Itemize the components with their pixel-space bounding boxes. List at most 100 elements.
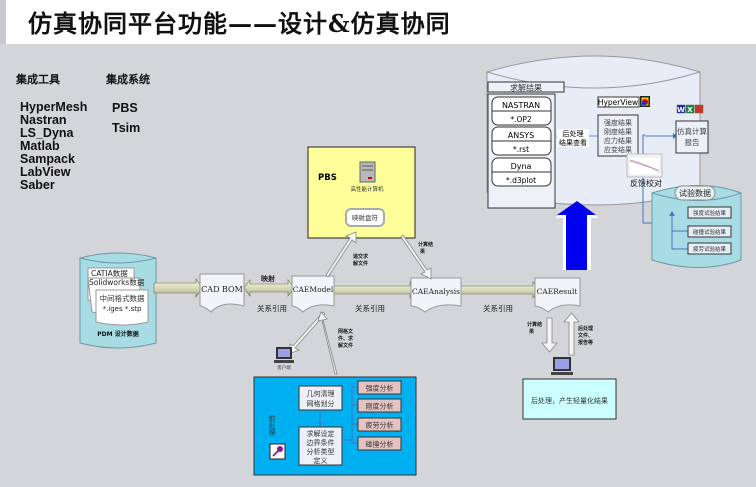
report-label: 报告 [685,137,700,147]
post-computer-icon [551,357,573,375]
postprocess-box [522,378,617,420]
connector-line [342,386,358,441]
tool-item: LabView [20,165,71,179]
arrow-result-to-client [541,317,558,353]
report-box [675,120,709,154]
analysis-label: 强度分析 [366,384,394,393]
feedback-connector [642,134,645,223]
post-file-label: 后处理 [578,325,593,332]
post-file-label: 文件、 [578,332,593,339]
result-item: 应力结果 [604,136,632,145]
tool-item: Saber [20,178,55,192]
test-item-box [687,225,732,238]
test-data-heading: 试验数据 [679,188,711,198]
doc-label: 中间格式数据 [100,293,145,303]
key-icon [269,443,286,460]
svg-text:X: X [687,106,693,114]
solver-name: Dyna [511,162,532,171]
arrow-submit-to-pbs [325,231,357,278]
cae-model-label: CAEModel [293,285,334,294]
cae-analysis-label: CAEAnalysis [412,287,460,296]
mapping-label: 映射 [261,274,275,283]
arrow-client-to-result [563,312,580,356]
tool-item: Nastran [20,113,67,127]
analysis-box [357,417,402,432]
result-item: 应变结果 [604,145,632,154]
calc-result-label: 计算结 [527,321,542,328]
test-item: 碰撞试验结果 [693,228,727,236]
relation-label: 关系引用 [355,303,385,313]
doc-label: *.iges *.stp [103,305,142,313]
client-label: 客户端 [277,364,291,371]
mesh-label: 网格文 [338,328,354,335]
report-label: 仿真计算 [677,126,707,136]
step-label: 分析类型 [307,447,335,456]
analysis-label: 碰撞分析 [366,440,394,449]
post-file-label: 报告等 [578,339,593,346]
solver-name: NASTRAN [502,101,540,110]
tool-item: LS_Dyna [20,126,74,140]
postprocess-label: 后处理，产生轻量化结果 [531,396,608,405]
preprocess-label: 前处理 [268,414,276,436]
system-item: Tsim [112,121,141,135]
cae-analysis-node [410,277,462,313]
hyperview-icon [640,96,650,107]
pbs-label: PBS [318,173,337,183]
client-computer-icon [274,347,294,363]
test-item-box [687,206,732,219]
arrow-head [318,423,322,427]
analysis-label: 刚度分析 [366,402,394,411]
systems-list: PBS Tsim [112,98,140,138]
mesh-label: 件、求 [338,335,354,342]
analysis-box [357,436,402,451]
cad-bom-node [199,273,245,313]
step-label: 求解设定 [307,429,335,438]
solver-nastran: NASTRAN *.OP2 [491,96,552,126]
analysis-label: 疲劳分析 [366,421,394,430]
test-item: 强度试验结果 [693,209,727,217]
doc-label: CATIA数据 [91,268,128,278]
submit-label: 解文件 [353,260,368,267]
feedback-label: 反馈校对 [630,178,662,188]
analysis-box [357,380,402,395]
office-icons: W X [676,104,704,114]
post-view-label: 结果查看 [559,138,587,147]
step-label: 网格划分 [307,399,335,408]
calc-result-label: 果 [529,328,535,335]
page-title: 仿真协同平台功能——设计&仿真协同 [28,9,451,38]
solve-results-heading-box [487,81,565,93]
tool-item: Sampack [20,152,75,166]
arrow-pbs-to-analysis [400,234,432,280]
upload-arrow [555,201,599,270]
test-item: 疲劳试验结果 [693,245,727,253]
solve-results-heading: 求解结果 [510,83,542,93]
cae-model-node [291,275,335,313]
mesh-label: 解文件 [338,342,353,349]
tools-heading: 集成工具 [16,73,60,86]
cae-result-label: CAEResult [537,287,578,296]
doc-label: Solidworks数据 [89,277,145,287]
relation-label: 关系引用 [483,303,513,313]
solver-ext: *.OP2 [510,115,532,124]
post-view-label: 后处理 [563,129,584,138]
hyperview-label: HyperView [598,98,638,107]
svg-text:W: W [677,106,685,114]
result-item: 刚度结果 [604,127,632,136]
arrow-head [673,133,677,139]
tool-item: Matlab [20,139,60,153]
submit-label: 递交求 [353,253,369,260]
solver-ansys: ANSYS *.rst [491,126,552,156]
connector-line [351,440,358,444]
server-label: 高性能计算机 [350,185,384,193]
system-item: PBS [112,101,138,115]
solver-ext: *.rst [513,145,529,154]
pdm-label: PDM 设计数据 [97,330,138,338]
solver-name: ANSYS [508,131,535,140]
arrow-caemodel-caeanalysis [333,281,417,299]
calc-result-label: 果 [420,248,426,255]
result-item: 强度结果 [604,118,632,127]
systems-heading: 集成系统 [106,73,150,86]
test-data-heading-box [674,185,716,201]
tools-list: HyperMesh Nastran LS_Dyna Matlab Sampack… [20,101,87,192]
test-item-box [687,242,732,255]
